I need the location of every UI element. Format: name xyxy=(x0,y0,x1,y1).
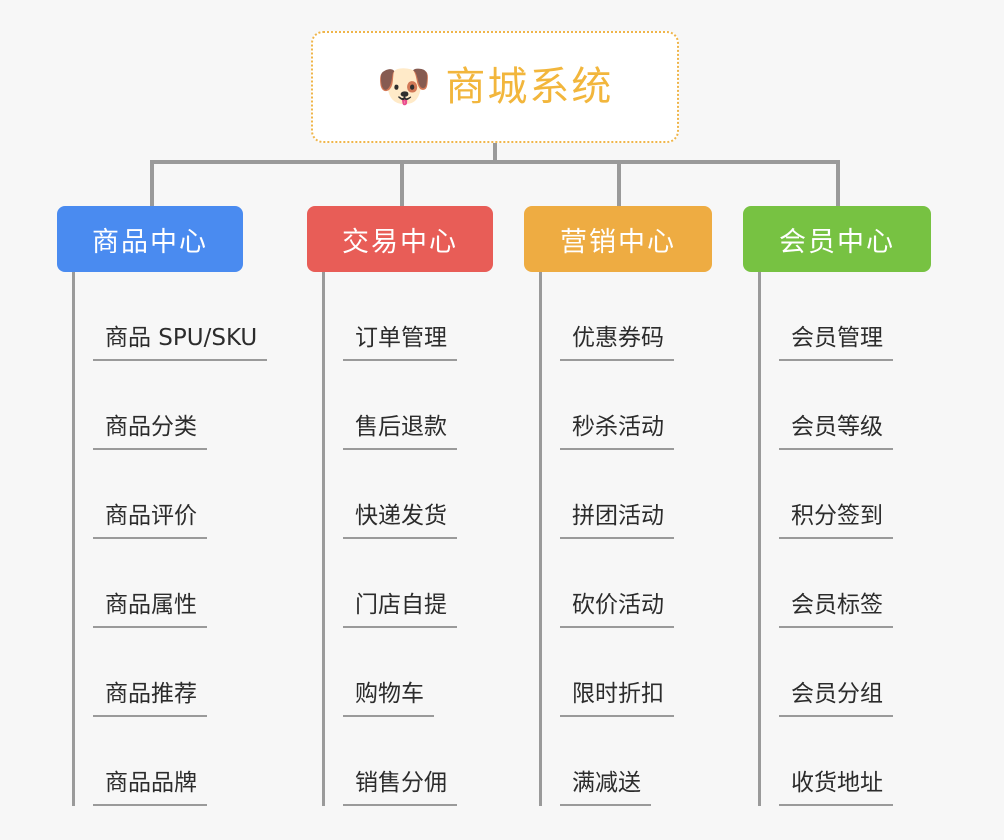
connector-root-stem xyxy=(493,143,497,164)
leaf-label: 会员等级 xyxy=(779,414,893,450)
leaf-label: 积分签到 xyxy=(779,503,893,539)
leaf-label: 商品推荐 xyxy=(93,681,207,717)
leaf-list-2: 订单管理 售后退款 快递发货 门店自提 购物车 销售分佣 xyxy=(322,272,524,806)
branch-column-3: 营销中心 优惠券码 秒杀活动 拼团活动 砍价活动 限时折扣 满减送 xyxy=(524,206,743,806)
leaf-list-3: 优惠券码 秒杀活动 拼团活动 砍价活动 限时折扣 满减送 xyxy=(539,272,743,806)
connector-drop-2 xyxy=(400,160,404,206)
leaf-label: 拼团活动 xyxy=(560,503,674,539)
leaf-label: 售后退款 xyxy=(343,414,457,450)
list-item[interactable]: 会员标签 xyxy=(779,539,962,628)
leaf-label: 会员管理 xyxy=(779,325,893,361)
list-item[interactable]: 收货地址 xyxy=(779,717,962,806)
leaf-label: 商品分类 xyxy=(93,414,207,450)
list-item[interactable]: 销售分佣 xyxy=(343,717,524,806)
leaf-label: 购物车 xyxy=(343,681,434,717)
leaf-label: 商品属性 xyxy=(93,592,207,628)
category-header-1[interactable]: 商品中心 xyxy=(57,206,243,272)
connector-drop-1 xyxy=(150,160,154,206)
leaf-label: 商品评价 xyxy=(93,503,207,539)
branch-column-2: 交易中心 订单管理 售后退款 快递发货 门店自提 购物车 销售分佣 xyxy=(307,206,524,806)
list-item[interactable]: 商品属性 xyxy=(93,539,307,628)
list-item[interactable]: 会员分组 xyxy=(779,628,962,717)
connector-drop-3 xyxy=(617,160,621,206)
list-item[interactable]: 快递发货 xyxy=(343,450,524,539)
leaf-label: 秒杀活动 xyxy=(560,414,674,450)
list-item[interactable]: 购物车 xyxy=(343,628,524,717)
list-item[interactable]: 砍价活动 xyxy=(560,539,743,628)
leaf-label: 砍价活动 xyxy=(560,592,674,628)
root-node-title: 商城系统 xyxy=(445,64,614,110)
category-header-1-label: 商品中心 xyxy=(92,226,208,258)
list-item[interactable]: 会员管理 xyxy=(779,272,962,361)
category-header-4[interactable]: 会员中心 xyxy=(743,206,931,272)
category-header-3[interactable]: 营销中心 xyxy=(524,206,712,272)
leaf-label: 收货地址 xyxy=(779,770,893,806)
root-node[interactable]: 🐶 商城系统 xyxy=(311,31,679,143)
leaf-label: 会员标签 xyxy=(779,592,893,628)
leaf-label: 快递发货 xyxy=(343,503,457,539)
shiba-dog-face-icon: 🐶 xyxy=(376,61,432,112)
leaf-label: 会员分组 xyxy=(779,681,893,717)
category-header-2-label: 交易中心 xyxy=(342,226,458,258)
category-header-4-label: 会员中心 xyxy=(779,226,895,258)
list-item[interactable]: 商品评价 xyxy=(93,450,307,539)
leaf-label: 订单管理 xyxy=(343,325,457,361)
leaf-label: 商品品牌 xyxy=(93,770,207,806)
leaf-list-1: 商品 SPU/SKU 商品分类 商品评价 商品属性 商品推荐 商品品牌 xyxy=(72,272,307,806)
category-header-2[interactable]: 交易中心 xyxy=(307,206,493,272)
category-header-3-label: 营销中心 xyxy=(560,226,676,258)
leaf-list-4: 会员管理 会员等级 积分签到 会员标签 会员分组 收货地址 xyxy=(758,272,962,806)
leaf-label: 优惠券码 xyxy=(560,325,674,361)
list-item[interactable]: 积分签到 xyxy=(779,450,962,539)
list-item[interactable]: 售后退款 xyxy=(343,361,524,450)
list-item[interactable]: 会员等级 xyxy=(779,361,962,450)
leaf-label: 销售分佣 xyxy=(343,770,457,806)
list-item[interactable]: 拼团活动 xyxy=(560,450,743,539)
list-item[interactable]: 商品推荐 xyxy=(93,628,307,717)
leaf-label: 门店自提 xyxy=(343,592,457,628)
list-item[interactable]: 商品品牌 xyxy=(93,717,307,806)
connector-horizontal-bus xyxy=(150,160,840,164)
leaf-label: 商品 SPU/SKU xyxy=(93,325,268,361)
list-item[interactable]: 订单管理 xyxy=(343,272,524,361)
list-item[interactable]: 满减送 xyxy=(560,717,743,806)
leaf-label: 限时折扣 xyxy=(560,681,674,717)
leaf-label: 满减送 xyxy=(560,770,651,806)
list-item[interactable]: 商品 SPU/SKU xyxy=(93,272,307,361)
branch-column-1: 商品中心 商品 SPU/SKU 商品分类 商品评价 商品属性 商品推荐 商品品牌 xyxy=(57,206,307,806)
list-item[interactable]: 优惠券码 xyxy=(560,272,743,361)
branch-column-4: 会员中心 会员管理 会员等级 积分签到 会员标签 会员分组 收货地址 xyxy=(743,206,962,806)
connector-drop-4 xyxy=(836,160,840,206)
list-item[interactable]: 商品分类 xyxy=(93,361,307,450)
list-item[interactable]: 限时折扣 xyxy=(560,628,743,717)
list-item[interactable]: 秒杀活动 xyxy=(560,361,743,450)
list-item[interactable]: 门店自提 xyxy=(343,539,524,628)
